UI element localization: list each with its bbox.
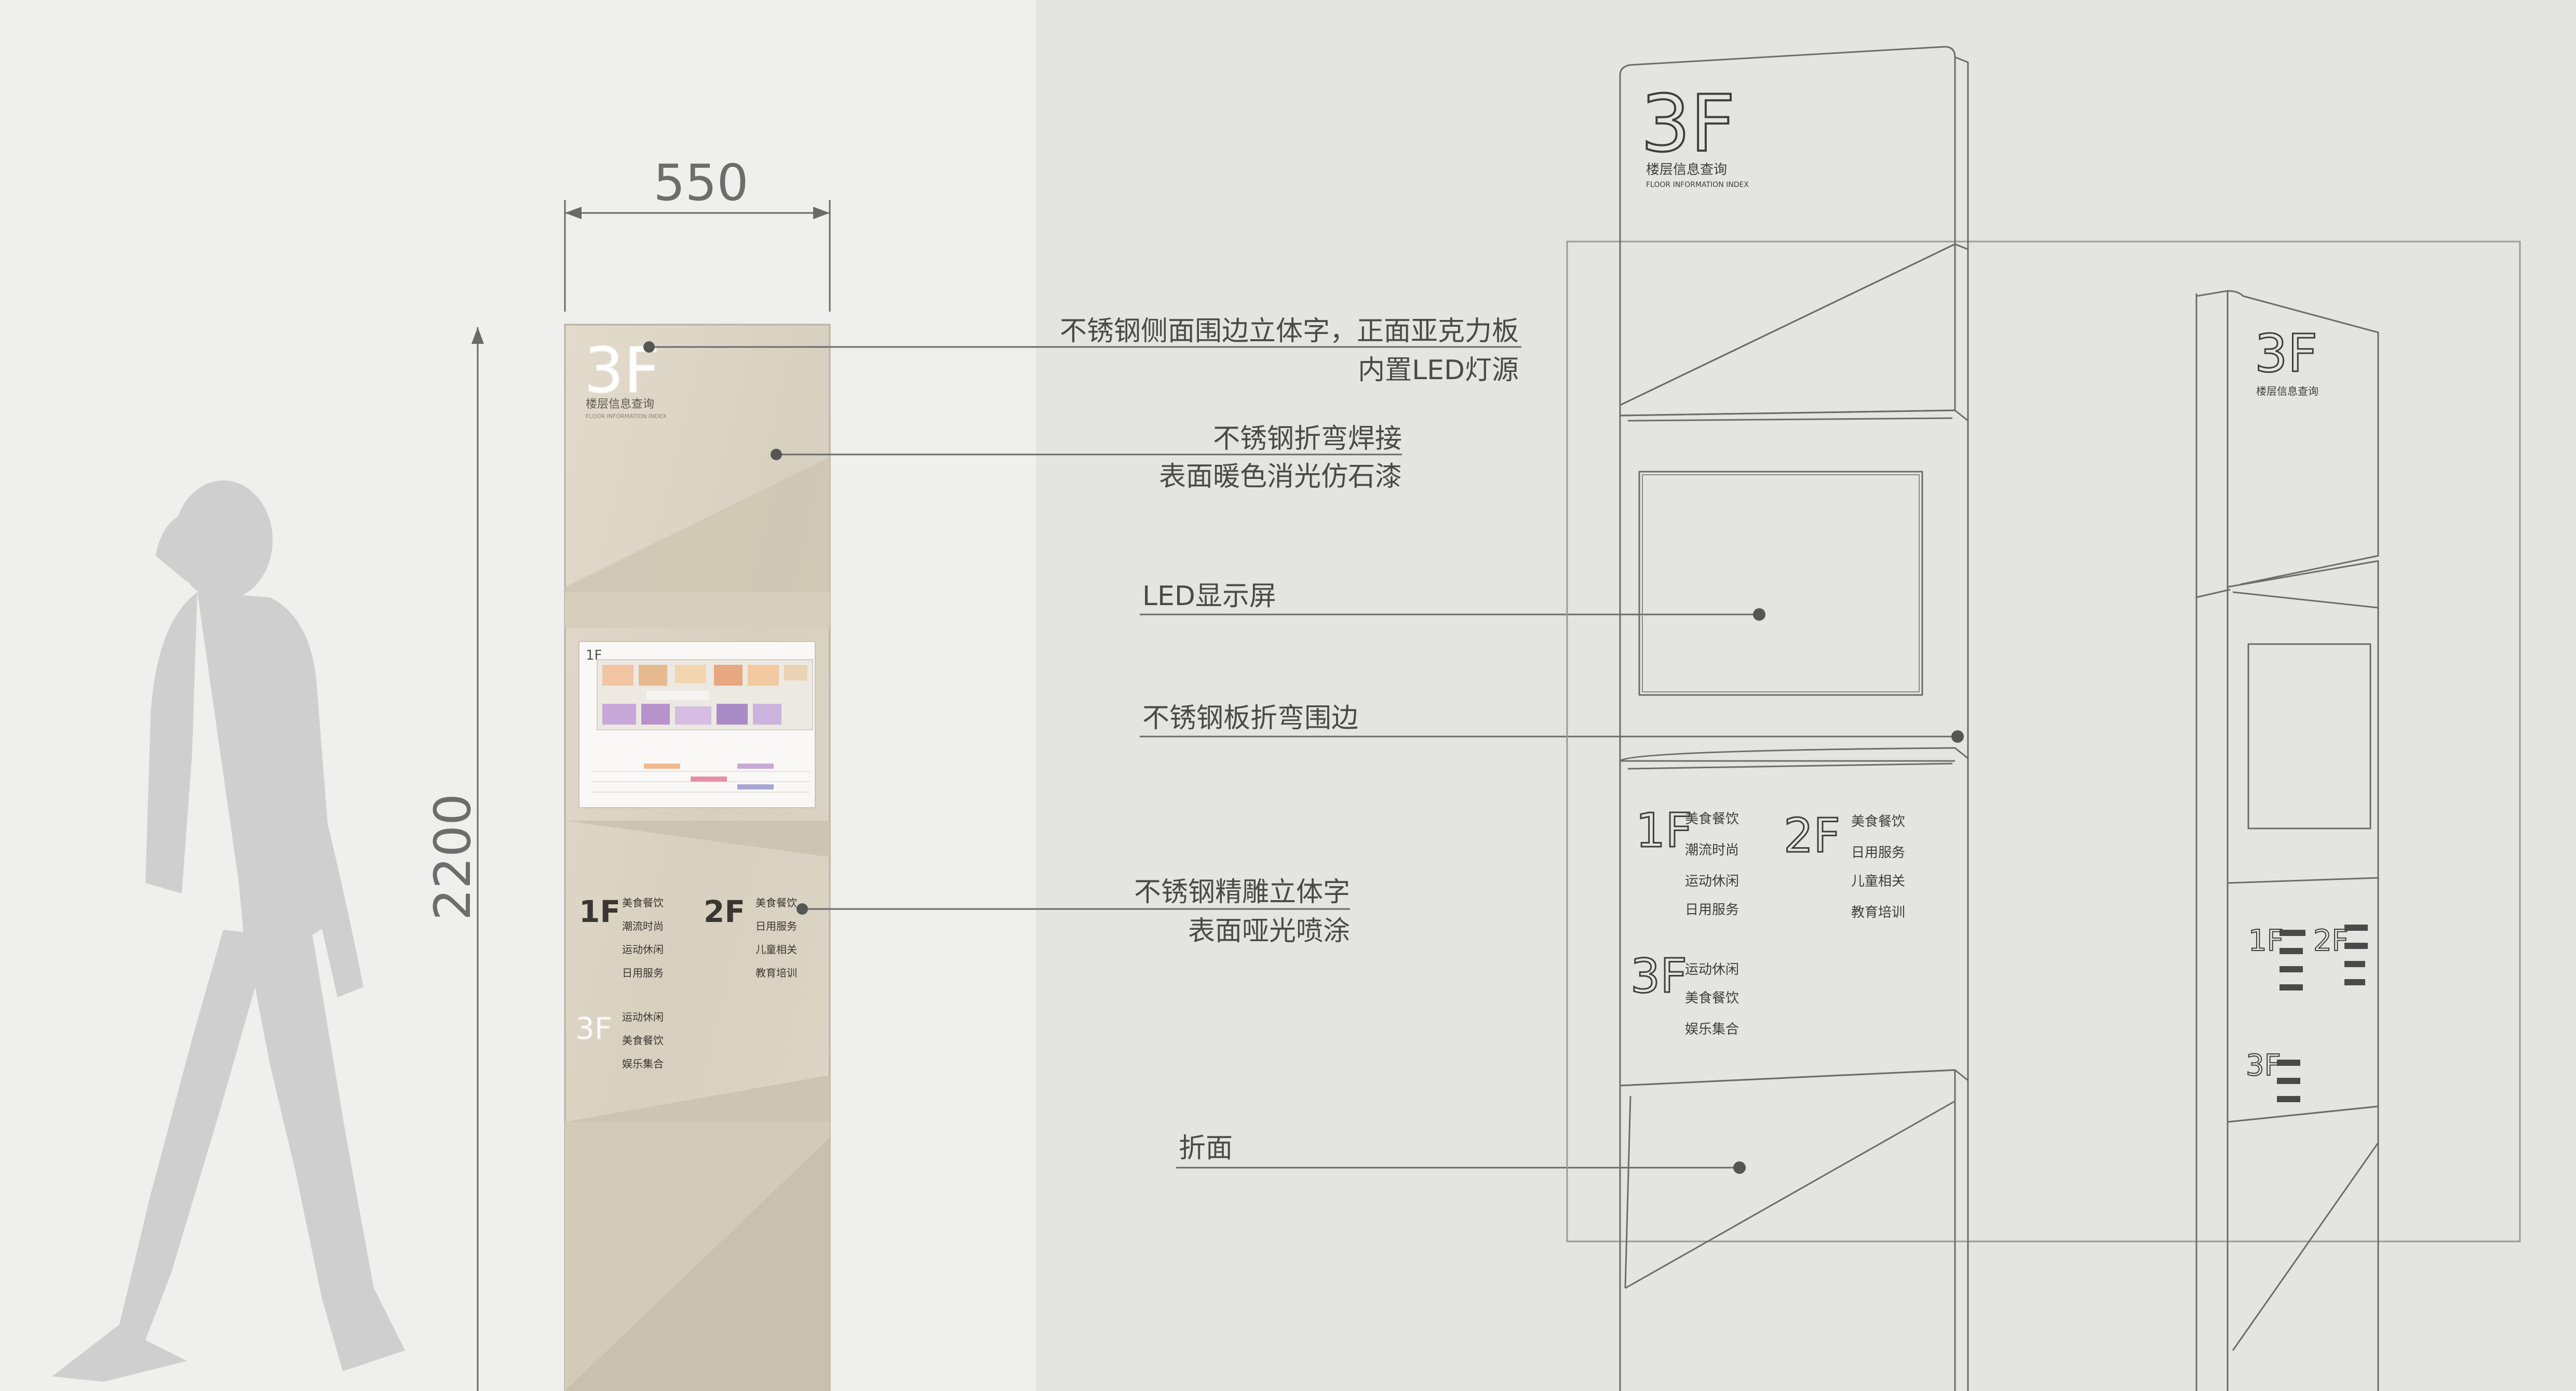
front-dir-1f-item-2: 潮流时尚 [622,920,664,932]
wire-dir-2f-item-2: 日用服务 [1851,845,1905,861]
callout-fold-line-1: 折面 [1179,1133,1233,1164]
width-label: 550 [653,154,748,212]
front-dir-3f-item-3: 娱乐集合 [622,1058,664,1070]
wire-dir-2f-item-4: 教育培训 [1851,905,1905,920]
wire-small-floor-big: 3F [2255,323,2317,384]
front-dir-1f-item-3: 运动休闲 [622,943,664,956]
callout-letters: 不锈钢侧面围边立体字，正面亚克力板 内置LED灯源 [643,316,1521,386]
front-dir-1f-item-4: 日用服务 [622,967,664,979]
height-label: 2200 [424,794,482,920]
callout-weld: 不锈钢折弯焊接 表面暖色消光仿石漆 [771,423,1402,492]
wire-dir-1f: 1F [1636,804,1692,858]
wire-dir-3f-item-1: 运动休闲 [1685,962,1739,978]
front-dir-2f: 2F [704,894,745,929]
callout-led-line-1: LED显示屏 [1142,581,1276,612]
callout-edge-line-1: 不锈钢板折弯围边 [1142,703,1358,734]
front-dir-1f: 1F [579,894,621,929]
callout-weld-line-1: 不锈钢折弯焊接 [1213,423,1402,454]
front-led-map: 1F [578,641,816,808]
wireframe-frame [1566,240,2521,1242]
callout-letters-line-1: 不锈钢侧面围边立体字，正面亚克力板 [1060,316,1519,347]
front-dir-3f: 3F [575,1011,612,1046]
wire-dir-3f: 3F [1630,949,1687,1004]
callout-carved-line-2: 表面哑光喷涂 [1188,916,1350,947]
front-directory: 1F 美食餐饮 潮流时尚 运动休闲 日用服务 2F 美食餐饮 日用服务 儿童相关… [575,894,797,1070]
wire-dir-3f-item-2: 美食餐饮 [1685,991,1739,1006]
callout-edge: 不锈钢板折弯围边 [1140,703,1964,743]
callout-weld-line-2: 表面暖色消光仿石漆 [1159,461,1402,492]
wireframe-totem-large: 3F 楼层信息查询 FLOOR INFORMATION INDEX 1F 美食餐… [1619,46,1969,1391]
front-dir-1f-item-1: 美食餐饮 [622,897,664,909]
wire-dir-1f-item-2: 潮流时尚 [1685,842,1739,858]
wire-title-cn: 楼层信息查询 [1646,162,1727,178]
front-title-en: FLOOR INFORMATION INDEX [586,413,667,420]
wire-dir-1f-item-3: 运动休闲 [1685,874,1739,889]
front-dir-3f-item-1: 运动休闲 [622,1011,664,1023]
callout-fold: 折面 [1176,1133,1746,1174]
wire-dir-2f-item-3: 儿童相关 [1851,874,1905,889]
wire-dir-1f-item-4: 日用服务 [1685,902,1739,918]
height-dimension: 2200 [424,327,484,1391]
front-sign: 3F 楼层信息查询 FLOOR INFORMATION INDEX 1F [564,324,831,1391]
callouts: 不锈钢侧面围边立体字，正面亚克力板 内置LED灯源 不锈钢折弯焊接 表面暖色消光… [643,316,1964,1174]
wire-dir-2f: 2F [1784,809,1840,863]
callout-led: LED显示屏 [1140,581,1765,621]
wire-small-title-cn: 楼层信息查询 [2256,385,2318,397]
wire-small-dir-1f: 1F [2248,924,2284,958]
wire-dir-2f-item-1: 美食餐饮 [1851,814,1905,830]
wire-directory: 1F 美食餐饮 潮流时尚 运动休闲 日用服务 2F 美食餐饮 日用服务 儿童相关… [1630,803,1906,1038]
wire-dir-3f-item-3: 娱乐集合 [1685,1022,1739,1037]
wire-small-dir-3f: 3F [2246,1049,2281,1082]
front-dir-2f-item-2: 日用服务 [756,920,797,932]
front-dir-2f-item-1: 美食餐饮 [756,897,797,909]
front-dir-2f-item-3: 儿童相关 [756,943,797,956]
callout-letters-line-2: 内置LED灯源 [1358,355,1519,386]
front-dir-2f-item-4: 教育培训 [756,967,797,979]
wire-floor-big: 3F [1641,79,1735,169]
wire-dir-1f-item-1: 美食餐饮 [1685,811,1739,827]
wire-title-en: FLOOR INFORMATION INDEX [1646,181,1749,189]
width-dimension: 550 [564,154,831,312]
callout-carved: 不锈钢精雕立体字 表面哑光喷涂 [797,877,1350,947]
front-dir-3f-item-2: 美食餐饮 [622,1034,664,1047]
wireframe-totem-small: 3F 楼层信息查询 1F 2F 3F [2195,290,2379,1391]
wire-small-dir-2f: 2F [2313,924,2349,958]
front-title-cn: 楼层信息查询 [586,398,654,411]
callout-carved-line-1: 不锈钢精雕立体字 [1134,877,1350,908]
human-silhouette [52,480,405,1382]
